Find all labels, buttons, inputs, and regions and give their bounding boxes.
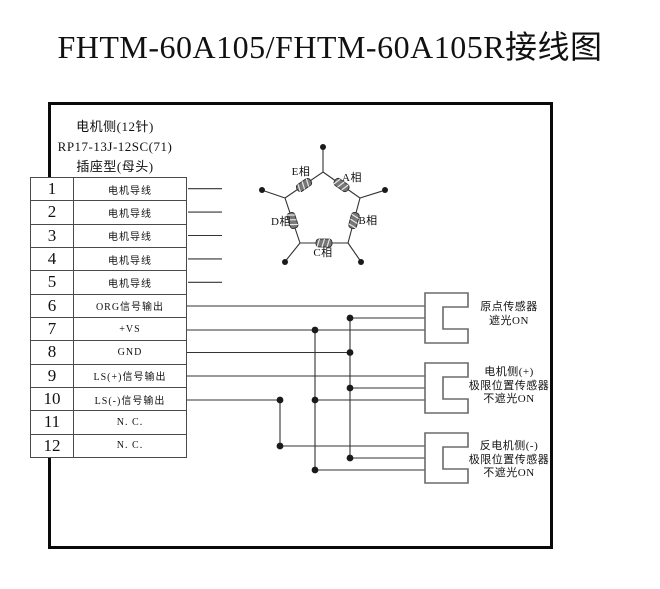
pin-function-label: +VS [119, 323, 141, 335]
phase-label-b: B相 [358, 215, 378, 227]
sensor-label-anti-motor-side-limit: 反电机侧(-) 极限位置传感器 不遮光ON [466, 440, 552, 481]
phase-label-d: D相 [271, 216, 291, 228]
pin-number: 7 [31, 317, 74, 341]
photo-sensor-icon [424, 362, 469, 414]
pin-number: 9 [31, 364, 74, 387]
motor-lead [359, 189, 385, 199]
signal-wires [187, 305, 425, 471]
motor-lead [347, 242, 361, 262]
motor-lead [262, 189, 286, 199]
junction-dot [276, 396, 284, 404]
table-row: 5 电机导线 [31, 270, 186, 294]
pin-table: 1 电机导线 2 电机导线 3 电机导线 4 电机导线 5 电机导线 6 ORG… [30, 177, 187, 458]
sensor-label-line: 原点传感器 [480, 301, 538, 313]
junction-dot [346, 454, 354, 462]
table-row: 4 电机导线 [31, 246, 186, 271]
junction-dot [311, 326, 319, 334]
pin-number: 8 [31, 341, 74, 364]
pin-function-label: 电机导线 [108, 278, 152, 290]
sensor-label-line: 遮光ON [489, 314, 529, 327]
coil-icon-d [286, 212, 299, 229]
pin-number: 11 [31, 411, 74, 434]
junction-dot [276, 442, 284, 450]
table-row: 10 LS(-)信号输出 [31, 386, 186, 411]
pin-number: 6 [31, 294, 74, 317]
phase-label-e: E相 [291, 166, 311, 178]
table-row: 11 N. C. [31, 410, 186, 434]
junction-dot [346, 314, 354, 322]
pin-number: 4 [31, 247, 74, 271]
terminal-dot [382, 187, 388, 193]
sensor-label-line: 极限位置传感器 [468, 453, 550, 466]
pin-number: 10 [31, 387, 74, 411]
phase-label-a: A相 [342, 172, 362, 184]
coil-icon-a [333, 177, 350, 193]
sensor-label-origin: 原点传感器 遮光ON [466, 301, 552, 328]
pin-stub-wires [188, 188, 222, 283]
table-row: 7 +VS [31, 316, 186, 341]
pin-function-label: LS(+)信号输出 [93, 372, 167, 384]
sensor-label-line: 极限位置传感器 [468, 379, 550, 392]
pin-number: 3 [31, 224, 74, 247]
connector-header: 电机侧(12针) RP17-13J-12SC(71) 插座型(母头) [30, 117, 200, 177]
sensor-label-line: 不遮光ON [483, 393, 535, 405]
coil-icon-b [348, 212, 360, 229]
photo-sensor-icon [424, 292, 469, 344]
pin-number: 1 [31, 178, 74, 201]
terminal-dot [320, 144, 326, 150]
motor-terminal-dots [259, 144, 388, 265]
photo-sensor-icon [424, 432, 469, 484]
connector-side-label: 电机侧(12针) [76, 119, 154, 134]
sensor-glyphs [424, 292, 469, 484]
pin-number: 12 [31, 434, 74, 457]
pin-function-label: N. C. [116, 416, 144, 428]
junction-dot [346, 384, 354, 392]
sensor-label-line: 反电机侧(-) [479, 440, 539, 452]
pin-function-label: 电机导线 [108, 255, 152, 267]
sensor-label-line: 电机侧(+) [484, 366, 534, 378]
sensor-label-line: 不遮光ON [483, 467, 535, 479]
pin-function-label: 电机导线 [108, 232, 152, 244]
motor-lead [285, 242, 301, 262]
table-row: 2 电机导线 [31, 200, 186, 224]
junction-dot [311, 396, 319, 404]
sensor-label-motor-side-limit: 电机侧(+) 极限位置传感器 不遮光ON [466, 366, 552, 407]
junction-dots [276, 314, 354, 474]
coil-icon-c [315, 238, 333, 248]
coil-icon-e [295, 177, 313, 193]
page-title: FHTM-60A105/FHTM-60A105R接线图 [57, 29, 603, 65]
table-row: 8 GND [31, 340, 186, 364]
junction-dot [311, 466, 319, 474]
phase-label-c: C相 [313, 247, 333, 259]
terminal-dot [259, 187, 265, 193]
table-row: 12 N. C. [31, 433, 186, 457]
pin-function-label: GND [117, 346, 143, 358]
table-row: 1 电机导线 [31, 178, 186, 201]
terminal-dot [282, 259, 288, 265]
pin-function-label: LS(-)信号输出 [94, 395, 166, 407]
table-row: 3 电机导线 [31, 223, 186, 247]
pin-function-label: 电机导线 [108, 185, 152, 197]
pin-function-label: 电机导线 [108, 208, 152, 220]
table-row: 6 ORG信号输出 [31, 293, 186, 317]
junction-dot [346, 349, 354, 356]
pin-number: 2 [31, 201, 74, 224]
connector-model-label: RP17-13J-12SC(71) [57, 139, 173, 154]
pin-number: 5 [31, 271, 74, 294]
pin-function-label: ORG信号输出 [95, 302, 165, 314]
connector-type-label: 插座型(母头) [76, 159, 154, 174]
pin-function-label: N. C. [116, 440, 144, 452]
terminal-dot [358, 259, 364, 265]
table-row: 9 LS(+)信号输出 [31, 363, 186, 387]
